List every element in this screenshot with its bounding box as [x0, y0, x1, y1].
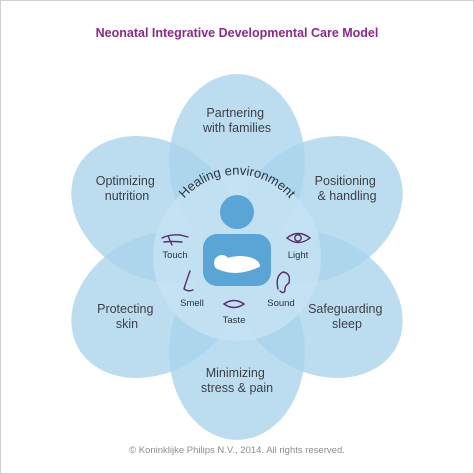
petal-label-optimizing: Optimizing nutrition	[96, 174, 159, 203]
petal-label-line: stress & pain	[201, 381, 273, 395]
touch-hand-icon	[161, 234, 189, 246]
petal-label-line: Partnering	[206, 106, 264, 120]
petal-label-minimizing: Minimizing stress & pain	[201, 366, 273, 395]
parent-head	[220, 195, 254, 229]
taste-label: Taste	[223, 315, 246, 326]
petal-label-line: Positioning	[315, 174, 376, 188]
petal-label-line: skin	[116, 317, 138, 331]
light-label: Light	[288, 250, 309, 261]
petal-label-line: Safeguarding	[308, 302, 382, 316]
petal-label-line: & handling	[317, 189, 376, 203]
petal-label-line: Optimizing	[96, 174, 155, 188]
parent-arm	[208, 263, 268, 278]
petal-label-positioning: Positioning & handling	[315, 174, 380, 203]
parent-baby-icon	[203, 195, 271, 286]
petal-label-line: Minimizing	[206, 366, 265, 380]
mouth-icon	[222, 299, 246, 309]
petal-label-line: nutrition	[105, 189, 150, 203]
baby-head	[214, 255, 230, 271]
sound-label: Sound	[267, 298, 294, 309]
copyright-notice: © Koninklijke Philips N.V., 2014. All ri…	[129, 445, 345, 456]
petal-label-partnering: Partnering with families	[202, 106, 271, 135]
smell-label: Smell	[180, 298, 204, 309]
nose-icon	[183, 270, 194, 292]
petal-label-safeguarding: Safeguarding sleep	[308, 302, 386, 331]
petal-label-line: Protecting	[97, 302, 153, 316]
eye-icon	[285, 232, 312, 244]
ear-icon	[276, 271, 291, 294]
touch-label: Touch	[162, 250, 187, 261]
petal-label-protecting: Protecting skin	[97, 302, 157, 331]
diagram-title: Neonatal Integrative Developmental Care …	[95, 26, 379, 40]
petal-label-line: with families	[202, 121, 271, 135]
petal-label-line: sleep	[332, 317, 362, 331]
